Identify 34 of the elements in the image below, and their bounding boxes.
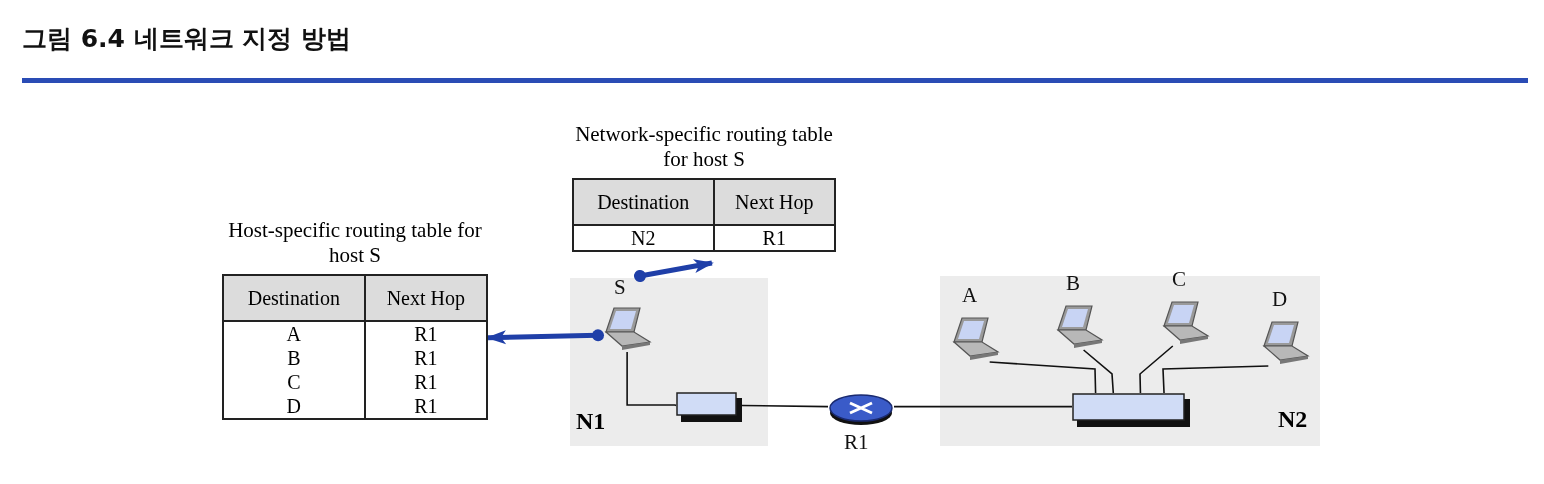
destination-value: N2 (573, 225, 714, 251)
cable-line (741, 404, 829, 408)
pointer-arrow (634, 259, 714, 282)
host-label: A (962, 284, 978, 306)
cable-line (893, 405, 1073, 408)
next-hop-value: R1 (364, 321, 487, 346)
destination-value: C (223, 370, 365, 394)
cable-line (1082, 349, 1115, 394)
next-hop-header: Next Hop (364, 275, 487, 321)
next-hop-value: R1 (364, 370, 487, 394)
destination-value: B (223, 346, 365, 370)
cable-line (626, 351, 677, 407)
destination-value: D (223, 394, 365, 419)
host-label: B (1066, 272, 1080, 294)
table-heading: Host-specific routing table for host S (227, 218, 483, 268)
next-hop-value: R1 (364, 346, 487, 370)
destination-header: Destination (223, 275, 365, 321)
figure-title: 그림 6.4 네트워크 지정 방법 (22, 23, 352, 55)
host-label: D (1272, 288, 1288, 310)
router-label: R1 (844, 431, 869, 453)
next-hop-header: Next Hop (713, 179, 835, 225)
destination-header: Destination (573, 179, 714, 225)
cable-line (1162, 365, 1270, 394)
next-hop-value: R1 (364, 394, 487, 419)
network-label: N1 (576, 408, 606, 435)
network-area (570, 278, 768, 446)
network-label: N2 (1278, 406, 1308, 433)
host-label: C (1172, 268, 1186, 290)
table-heading: Network-specific routing table for host S (574, 122, 834, 172)
cable-line (1139, 345, 1174, 394)
destination-value: A (223, 321, 365, 346)
next-hop-value: R1 (713, 225, 835, 251)
host-label: S (614, 276, 626, 298)
cable-line (988, 361, 1097, 394)
